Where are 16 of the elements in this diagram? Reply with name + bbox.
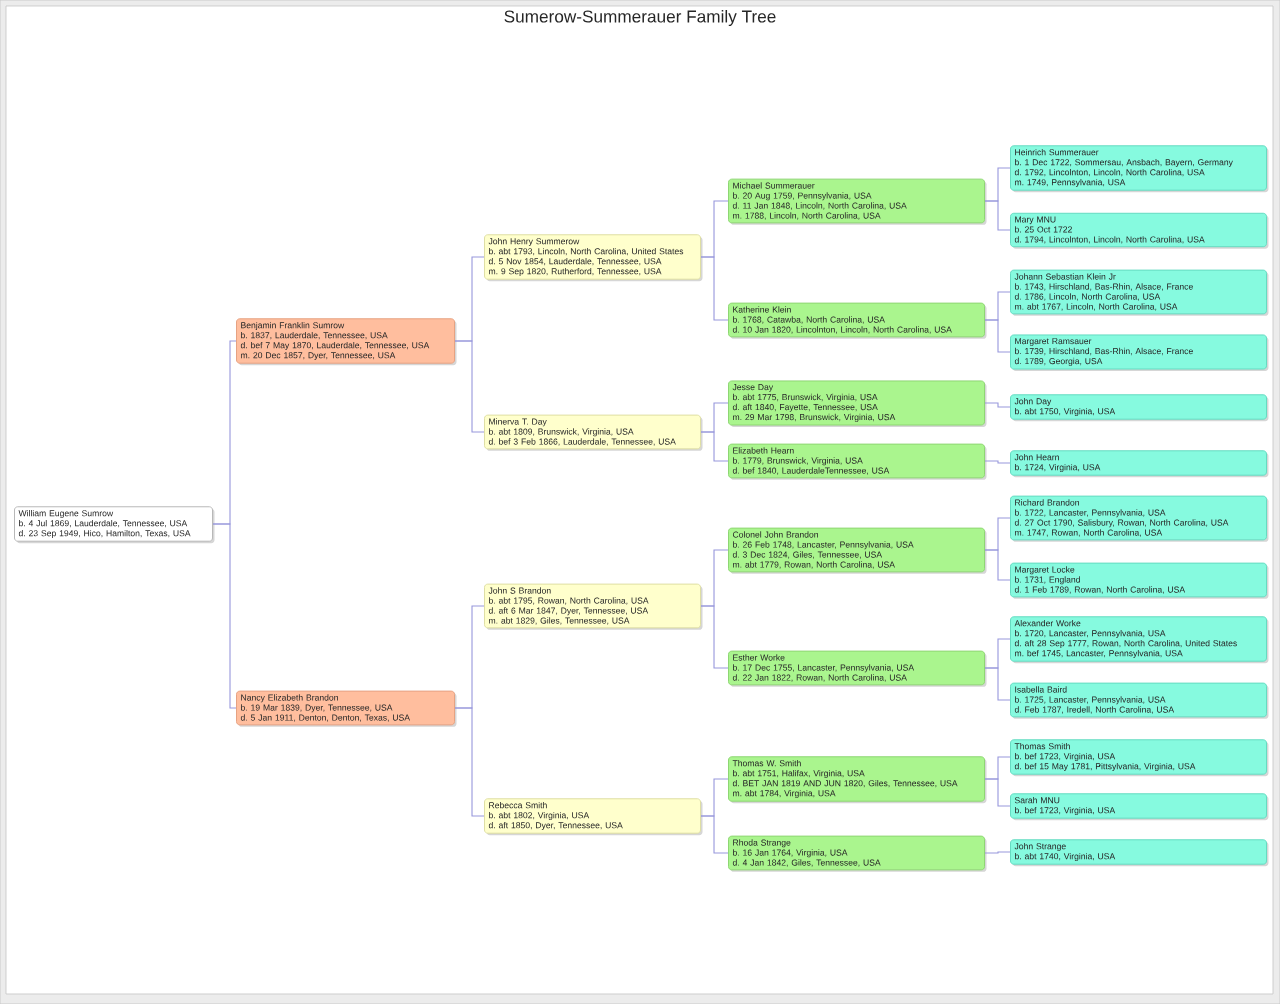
connector-line: [212, 523, 237, 709]
connector-line: [700, 431, 729, 462]
title: Sumerow-Summerauer Family Tree: [504, 10, 776, 26]
connector-line: [984, 667, 1011, 701]
connector-line: [984, 402, 1011, 408]
connector-line: [984, 319, 1011, 353]
connector-line: [984, 460, 1011, 464]
connector-line: [454, 340, 485, 433]
connector-line: [700, 256, 729, 321]
connector-line: [984, 549, 1011, 581]
connector-line: [700, 605, 729, 669]
connector-line: [984, 778, 1011, 807]
connector-line: [984, 851, 1011, 854]
connector-line: [984, 200, 1011, 231]
connector-line: [454, 707, 485, 817]
connector-line: [700, 815, 729, 854]
